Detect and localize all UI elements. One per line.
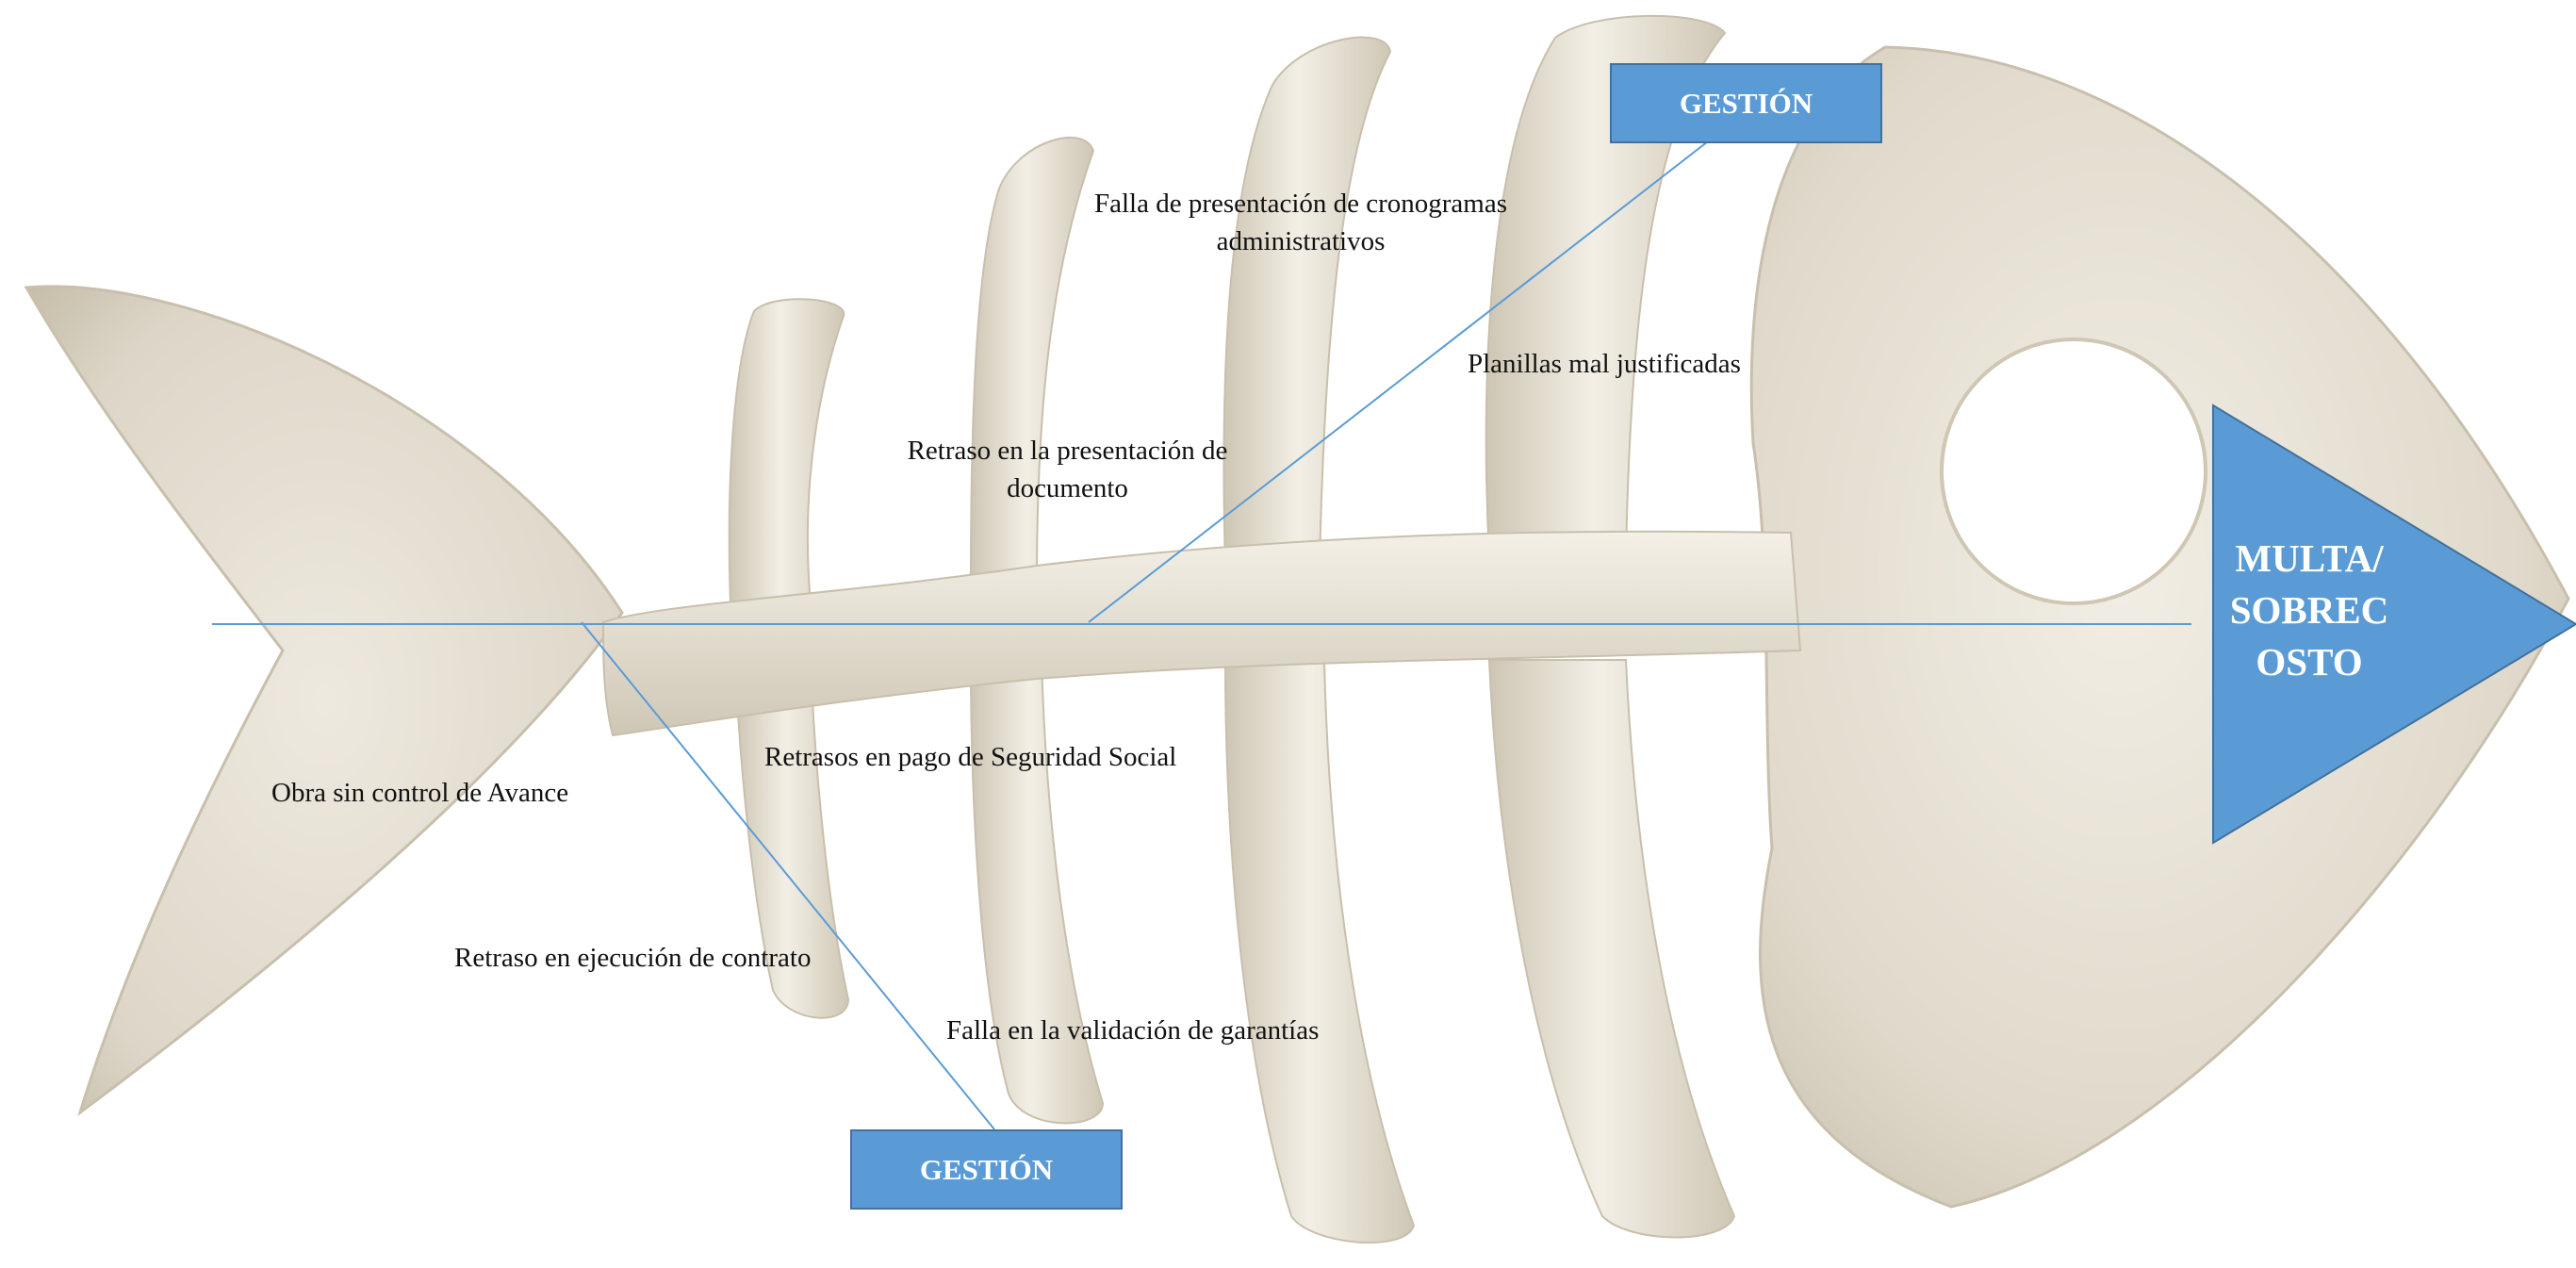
cause-cronogramas-line-2: administrativos <box>1056 222 1546 260</box>
cause-cronogramas-line-1: Falla de presentación de cronogramas <box>1056 185 1546 222</box>
effect-label: MULTA/ SOBREC OSTO <box>2206 533 2413 688</box>
fish-eye <box>1942 339 2206 603</box>
effect-line-2: SOBREC <box>2206 585 2413 636</box>
cause-planillas: Planillas mal justificadas <box>1468 345 1741 383</box>
cause-retraso-documento-line-1: Retraso en la presentación de <box>877 432 1258 469</box>
rib-bottom-4 <box>1489 660 1734 1238</box>
cause-retraso-documento-line-2: documento <box>877 469 1258 507</box>
cause-retraso-documento: Retraso en la presentación de documento <box>877 432 1258 507</box>
cause-ejecucion-contrato: Retraso en ejecución de contrato <box>454 939 811 977</box>
rib-bottom-2 <box>971 660 1103 1123</box>
effect-line-1: MULTA/ <box>2206 533 2413 585</box>
cause-cronogramas: Falla de presentación de cronogramas adm… <box>1056 185 1546 260</box>
rib-bottom-3 <box>1225 660 1414 1243</box>
effect-line-3: OSTO <box>2206 636 2413 688</box>
cause-seguridad-social: Retrasos en pago de Seguridad Social <box>764 738 1176 776</box>
cause-garantias: Falla en la validación de garantías <box>946 1012 1319 1049</box>
cause-obra-avance: Obra sin control de Avance <box>271 774 568 812</box>
rib-top-1 <box>730 299 844 603</box>
category-box-top: GESTIÓN <box>1610 63 1882 143</box>
category-box-bottom: GESTIÓN <box>850 1129 1123 1210</box>
fish-tail <box>26 287 622 1112</box>
